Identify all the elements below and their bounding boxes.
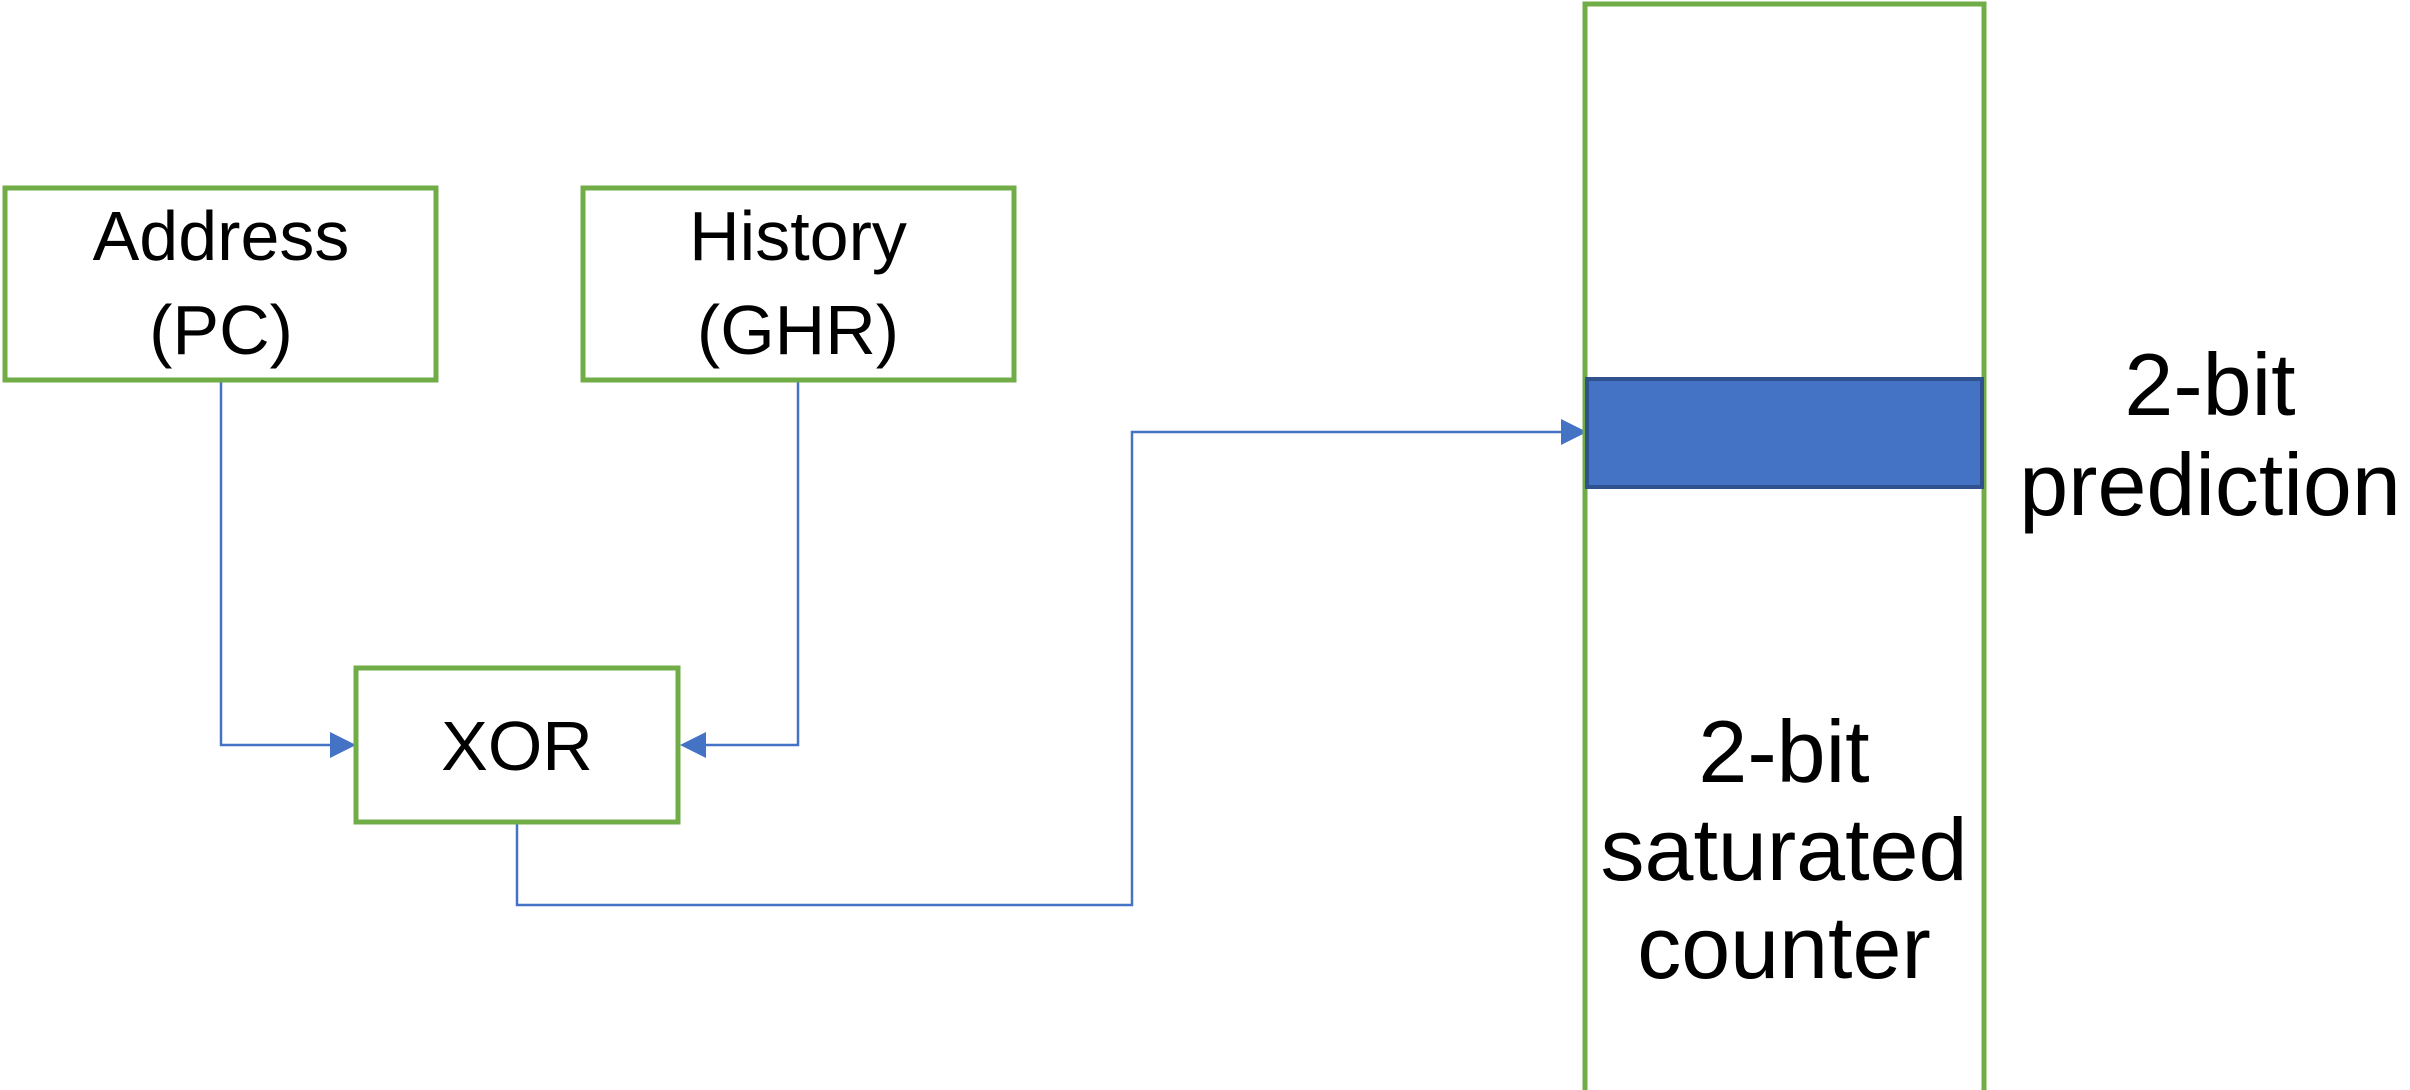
- address-label-line1: Address: [93, 197, 350, 275]
- xor-to-counter-arrowhead: [1561, 419, 1587, 445]
- xor-label: XOR: [441, 707, 593, 785]
- xor-to-counter-wire: [515, 430, 1562, 907]
- address-to-xor-arrowhead: [330, 732, 356, 758]
- counter-label-line2: saturated: [1601, 800, 1968, 899]
- history-to-xor-wire: [704, 380, 800, 747]
- address-pc-box: [2, 185, 439, 383]
- history-label-line2: (GHR): [697, 291, 899, 369]
- xor-box: [353, 665, 681, 825]
- selected-counter-entry: [1585, 377, 1984, 489]
- history-label-line1: History: [689, 197, 907, 275]
- counter-table-box: [1582, 1, 1987, 1090]
- counter-label-line3: counter: [1637, 898, 1931, 997]
- counter-label-line1: 2-bit: [1698, 702, 1869, 801]
- prediction-label-line1: 2-bit: [2124, 335, 2295, 434]
- history-ghr-box: [580, 185, 1017, 383]
- history-to-xor-arrowhead: [680, 732, 706, 758]
- address-to-xor-wire: [219, 380, 332, 747]
- prediction-label-line2: prediction: [2019, 435, 2401, 534]
- address-label-line2: (PC): [149, 291, 293, 369]
